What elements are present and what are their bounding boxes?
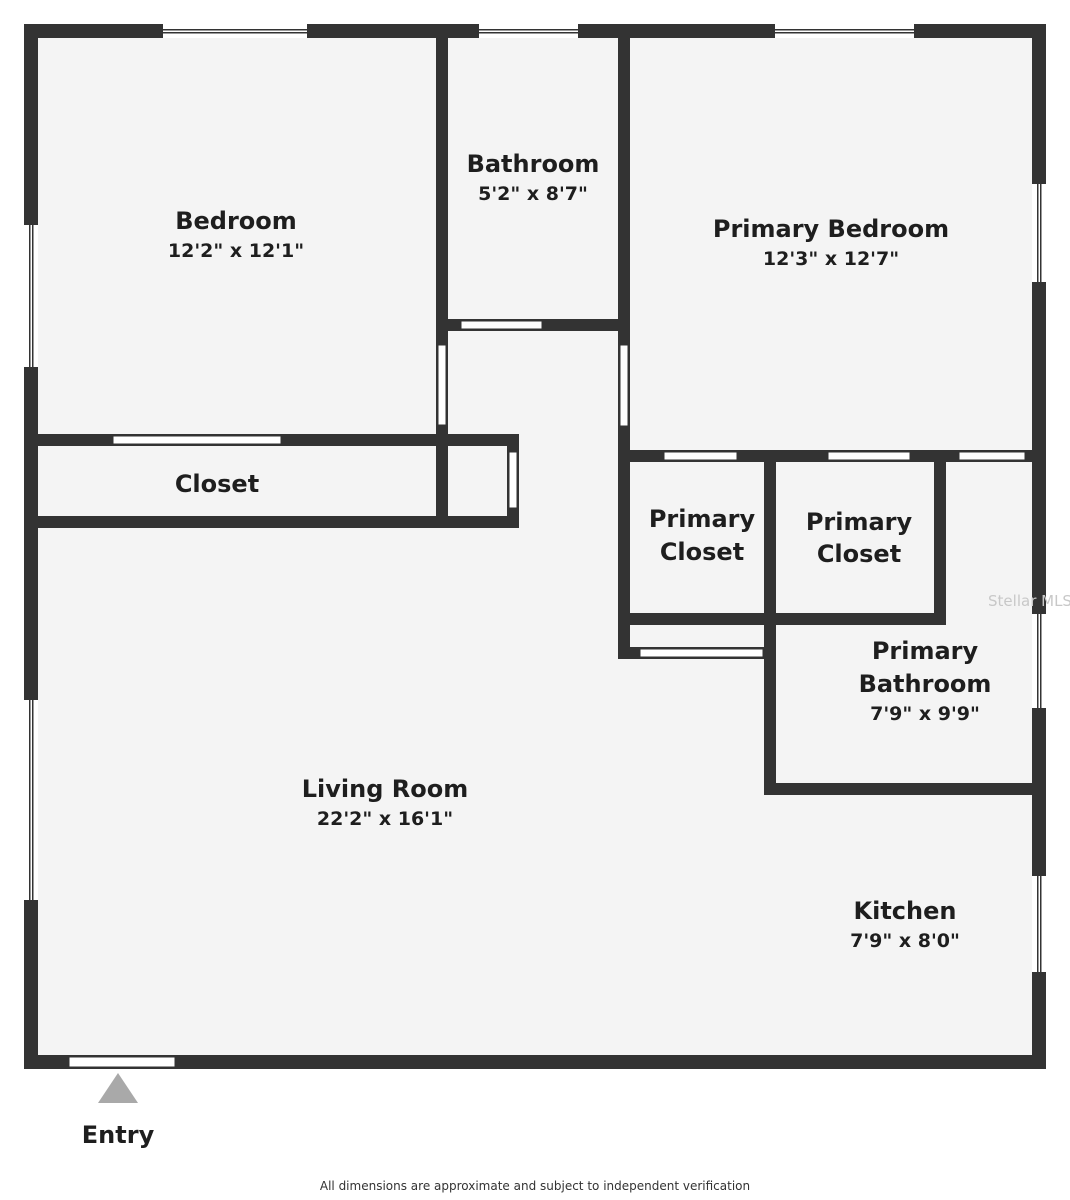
- room-name-line2: Closet: [660, 538, 744, 566]
- door-hall-nook: [508, 451, 518, 509]
- disclaimer: All dimensions are approximate and subje…: [319, 1179, 751, 1193]
- windows: [24, 24, 1046, 972]
- room-living-room: Living Room 22'2" x 16'1": [302, 775, 468, 830]
- room-bathroom: Bathroom 5'2" x 8'7": [467, 150, 600, 205]
- floor: [31, 31, 1039, 1062]
- wall-exterior-bottom: [24, 1055, 1046, 1069]
- wall-exterior-right: [1032, 24, 1046, 1069]
- room-dimensions: 5'2" x 8'7": [478, 183, 588, 205]
- watermark: Stellar MLS: [988, 592, 1070, 610]
- room-name: Kitchen: [854, 897, 957, 925]
- wall-primary-closets-bottom: [618, 613, 946, 625]
- door-entry: [68, 1056, 176, 1068]
- room-dimensions: 12'3" x 12'7": [763, 248, 899, 270]
- window-bathroom-top: [479, 24, 578, 38]
- door-hall-closet: [639, 648, 764, 658]
- room-name: Living Room: [302, 775, 468, 803]
- doors: [68, 320, 1026, 1068]
- door-bedroom-to-hall: [437, 344, 447, 426]
- room-kitchen: Kitchen 7'9" x 8'0": [850, 897, 960, 952]
- door-primary-closet-2: [827, 451, 911, 461]
- room-primary-closet-1: Primary Closet: [649, 505, 756, 566]
- window-living-room-left: [24, 700, 38, 900]
- room-primary-bedroom: Primary Bedroom 12'3" x 12'7": [713, 215, 949, 270]
- window-primary-bathroom-right: [1032, 614, 1046, 708]
- door-bathroom: [460, 320, 543, 330]
- room-dimensions: 12'2" x 12'1": [168, 240, 304, 262]
- triangle-up-icon: [98, 1073, 138, 1103]
- wall-primary-bathroom-bottom: [764, 783, 1039, 795]
- room-name: Closet: [175, 470, 259, 498]
- room-name: Bathroom: [467, 150, 600, 178]
- room-name-line2: Closet: [817, 540, 901, 568]
- window-primary-bedroom-right: [1032, 184, 1046, 282]
- entry-label: Entry: [82, 1121, 155, 1149]
- room-bedroom: Bedroom 12'2" x 12'1": [168, 207, 304, 262]
- wall-closet-bottom: [31, 516, 519, 528]
- room-dimensions: 7'9" x 9'9": [870, 703, 980, 725]
- wall-primary-closet-right: [934, 450, 946, 625]
- room-primary-bathroom: Primary Bathroom 7'9" x 9'9": [859, 637, 992, 725]
- room-name: Primary Bedroom: [713, 215, 949, 243]
- wall-exterior-left: [24, 24, 38, 1069]
- room-dimensions: 22'2" x 16'1": [317, 808, 453, 830]
- window-bedroom-top: [163, 24, 307, 38]
- wall-bedroom-bathroom: [436, 31, 448, 528]
- room-name: Bedroom: [175, 207, 297, 235]
- room-name-line2: Bathroom: [859, 670, 992, 698]
- door-primary-closet-1: [663, 451, 738, 461]
- room-dimensions: 7'9" x 8'0": [850, 930, 960, 952]
- room-name-line1: Primary: [649, 505, 756, 533]
- door-closet: [112, 435, 282, 445]
- room-closet: Closet: [175, 470, 259, 498]
- door-primary-bedroom: [619, 344, 629, 427]
- room-name-line1: Primary: [872, 637, 979, 665]
- window-bedroom-left: [24, 225, 38, 367]
- window-primary-bedroom-top: [775, 24, 914, 38]
- door-primary-bathroom-top: [958, 451, 1026, 461]
- room-name-line1: Primary: [806, 508, 913, 536]
- window-kitchen-right: [1032, 876, 1046, 972]
- room-primary-closet-2: Primary Closet: [806, 508, 913, 568]
